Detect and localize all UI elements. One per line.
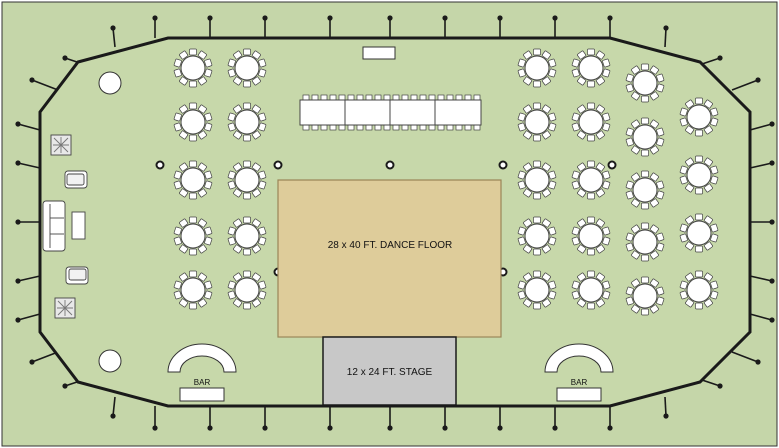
round-table bbox=[227, 216, 267, 256]
tent-stake bbox=[607, 15, 613, 38]
tent-stake bbox=[262, 15, 268, 38]
bar-right-label: BAR bbox=[571, 378, 588, 387]
tent-stake bbox=[387, 406, 393, 431]
tent-stake bbox=[207, 406, 213, 431]
lounge-chair-patterned bbox=[50, 134, 72, 156]
tent-stake bbox=[607, 406, 613, 431]
tent-stake bbox=[731, 77, 761, 91]
tent-stake bbox=[327, 406, 333, 431]
tent-stake bbox=[15, 275, 41, 284]
round-table bbox=[679, 97, 719, 137]
tent-stake bbox=[207, 15, 213, 38]
round-table bbox=[571, 270, 611, 310]
tent-stake bbox=[749, 160, 775, 169]
tent-stake bbox=[750, 219, 775, 225]
tent-stake bbox=[663, 25, 669, 48]
entrance-table bbox=[362, 46, 396, 60]
rect-table bbox=[434, 94, 482, 131]
tent-stake bbox=[749, 121, 775, 131]
round-table bbox=[173, 270, 213, 310]
tent-stake bbox=[387, 15, 393, 38]
lounge-area bbox=[42, 134, 89, 319]
round-table bbox=[625, 117, 665, 157]
round-table bbox=[517, 216, 557, 256]
rect-table bbox=[389, 94, 437, 131]
tent-stake bbox=[327, 15, 333, 38]
round-table bbox=[571, 160, 611, 200]
bar-right: BAR bbox=[544, 343, 614, 402]
tent-stake bbox=[29, 77, 59, 91]
round-table bbox=[227, 102, 267, 142]
round-table bbox=[679, 155, 719, 195]
round-table bbox=[625, 63, 665, 103]
round-table bbox=[625, 170, 665, 210]
tent-stake bbox=[110, 396, 116, 419]
bar-left-label: BAR bbox=[194, 378, 211, 387]
round-table bbox=[227, 48, 267, 88]
tent-stake bbox=[749, 275, 775, 284]
tent-stake bbox=[15, 160, 41, 169]
round-table bbox=[625, 276, 665, 316]
tent-stake bbox=[552, 15, 558, 38]
tent-stake bbox=[152, 15, 158, 38]
round-table bbox=[625, 222, 665, 262]
round-table bbox=[517, 160, 557, 200]
round-table bbox=[173, 216, 213, 256]
tent-stake bbox=[15, 219, 40, 225]
rect-tables bbox=[299, 94, 482, 131]
tent-stake bbox=[15, 121, 41, 131]
tent-pole bbox=[273, 160, 283, 170]
lounge-chair-patterned bbox=[54, 297, 76, 319]
rect-table bbox=[344, 94, 392, 131]
round-table bbox=[173, 48, 213, 88]
tent-pole bbox=[155, 160, 165, 170]
stage-label: 12 x 24 FT. STAGE bbox=[347, 367, 433, 378]
cocktail-tables bbox=[98, 71, 122, 373]
round-table bbox=[227, 270, 267, 310]
tent-stake bbox=[663, 396, 669, 419]
armchair bbox=[65, 266, 89, 285]
round-table bbox=[173, 102, 213, 142]
round-table bbox=[571, 216, 611, 256]
dance-floor-label: 28 x 40 FT. DANCE FLOOR bbox=[328, 240, 452, 251]
rect-table bbox=[299, 94, 347, 131]
tent-stake bbox=[731, 351, 761, 365]
tent-stake bbox=[497, 15, 503, 38]
round-table bbox=[517, 270, 557, 310]
armchair bbox=[64, 170, 88, 189]
round-table bbox=[517, 102, 557, 142]
cocktail-table bbox=[98, 71, 122, 95]
cocktail-table bbox=[98, 349, 122, 373]
round-table bbox=[571, 48, 611, 88]
tent-stake bbox=[29, 351, 59, 365]
tent-stake bbox=[749, 313, 775, 323]
round-table bbox=[517, 48, 557, 88]
tent-stake bbox=[442, 406, 448, 431]
dance-floor: 28 x 40 FT. DANCE FLOOR bbox=[277, 179, 502, 338]
tent-pole bbox=[498, 160, 508, 170]
round-table bbox=[679, 213, 719, 253]
round-table bbox=[679, 270, 719, 310]
tent-pole bbox=[385, 160, 395, 170]
round-table bbox=[227, 160, 267, 200]
sofa bbox=[42, 200, 66, 252]
round-table bbox=[571, 102, 611, 142]
round-table bbox=[173, 160, 213, 200]
round-tables bbox=[173, 48, 719, 316]
tent-stake bbox=[552, 406, 558, 431]
tent-stake bbox=[497, 406, 503, 431]
tent-stake bbox=[442, 15, 448, 38]
tent-stake bbox=[15, 313, 41, 323]
tent-pole bbox=[607, 160, 617, 170]
coffee-table bbox=[71, 211, 86, 240]
tent-stake bbox=[262, 406, 268, 431]
tent-stake bbox=[110, 25, 116, 48]
stage: 12 x 24 FT. STAGE bbox=[322, 336, 457, 406]
tent-stake bbox=[152, 406, 158, 431]
bar-left: BAR bbox=[167, 343, 237, 402]
